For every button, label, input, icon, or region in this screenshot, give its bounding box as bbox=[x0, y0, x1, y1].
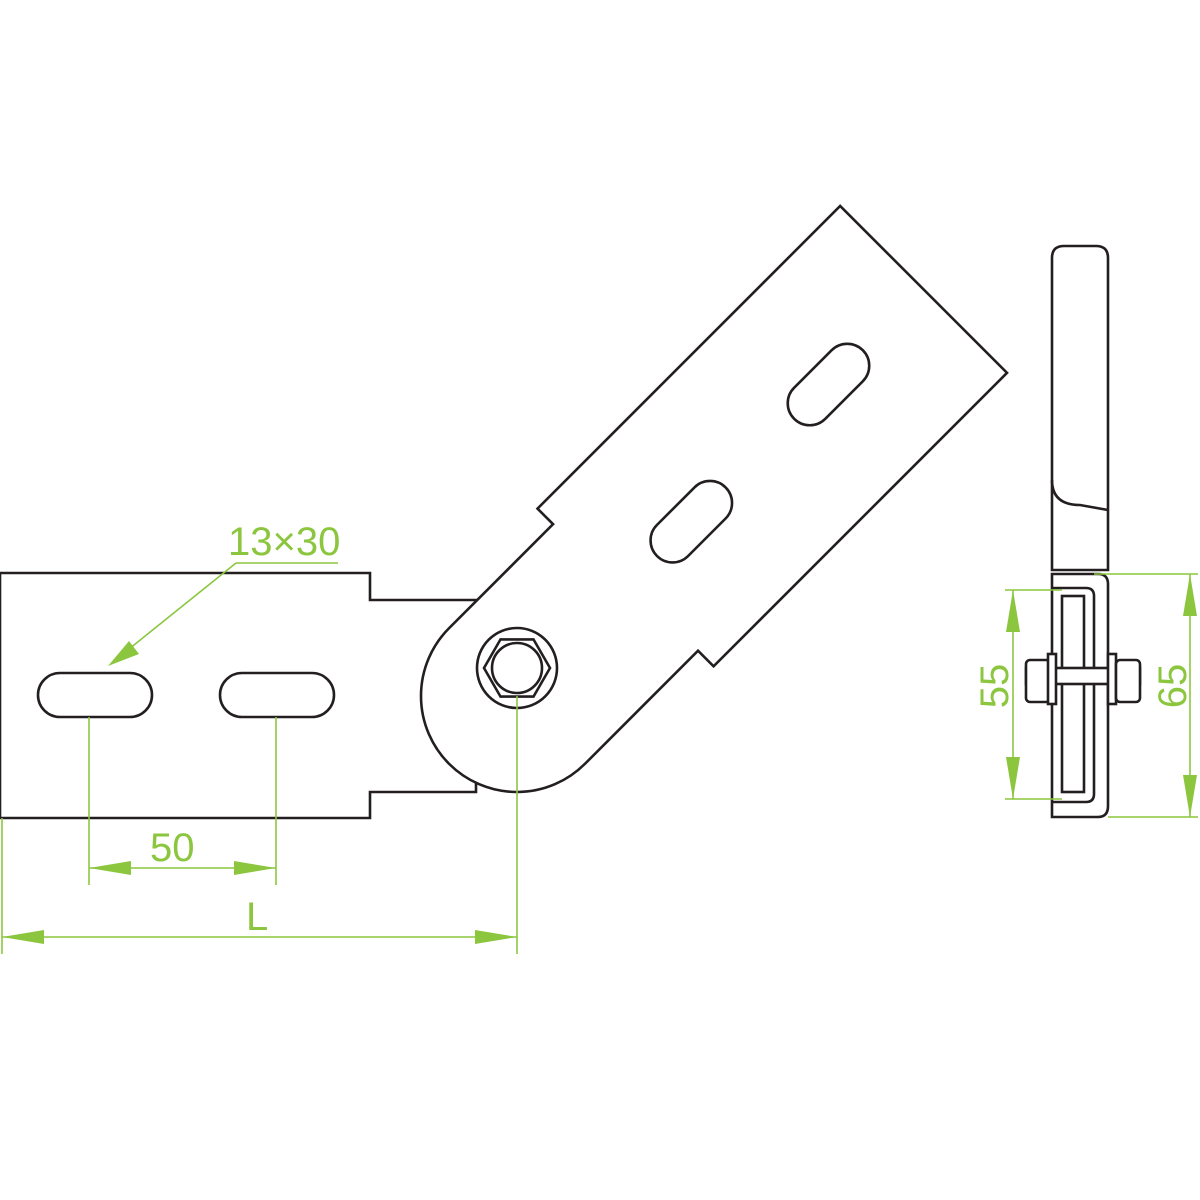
base-slot-1 bbox=[36, 671, 154, 719]
base-slot-2 bbox=[218, 671, 336, 719]
slot-spacing-dimension: 50 bbox=[88, 717, 277, 885]
pivot-bolt bbox=[475, 626, 559, 710]
leader-arrowhead bbox=[108, 641, 139, 666]
outer-height-label: 65 bbox=[1151, 664, 1195, 709]
arm-slot-1 bbox=[649, 479, 734, 564]
side-nut-left bbox=[1024, 658, 1052, 704]
slot-size-callout: 13×30 bbox=[108, 520, 340, 666]
length-dimension: L bbox=[1, 696, 518, 954]
angled-arm bbox=[419, 204, 1009, 794]
arm-slot-2 bbox=[786, 342, 871, 427]
slot-size-label: 13×30 bbox=[228, 520, 340, 564]
side-upper-flange bbox=[1050, 244, 1110, 572]
bolt-shank bbox=[490, 641, 544, 695]
side-bend bbox=[1050, 479, 1109, 512]
side-inner-plate bbox=[1060, 594, 1086, 794]
side-view bbox=[1024, 244, 1142, 819]
slot-spacing-label: 50 bbox=[150, 826, 195, 870]
side-washer-left bbox=[1046, 652, 1058, 706]
length-label: L bbox=[246, 895, 268, 939]
inner-height-dimension: 55 bbox=[973, 589, 1062, 800]
side-channel-inner bbox=[1052, 586, 1096, 804]
dimensions: 13×30 50 L 55 bbox=[1, 520, 1198, 954]
outer-height-dimension: 65 bbox=[1094, 573, 1198, 818]
front-view bbox=[0, 204, 1009, 820]
inner-height-label: 55 bbox=[973, 664, 1017, 709]
side-nut-right bbox=[1114, 658, 1142, 704]
